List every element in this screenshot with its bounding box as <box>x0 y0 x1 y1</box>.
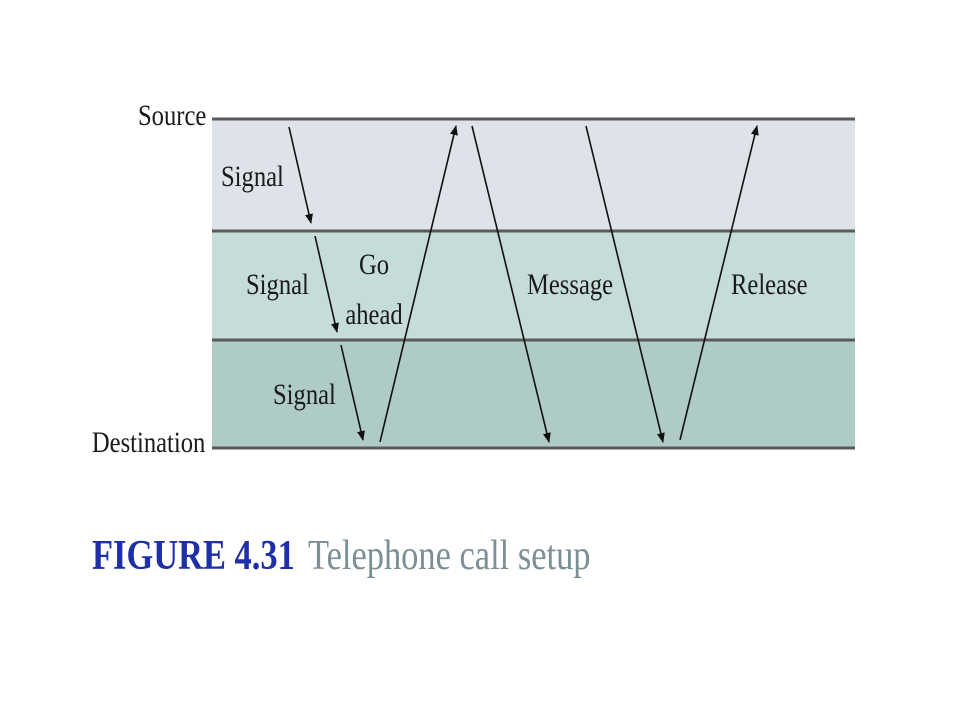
message-label: Message <box>527 268 614 301</box>
band-top <box>212 119 855 231</box>
release-label: Release <box>731 268 808 301</box>
signal-label-2: Signal <box>246 268 309 301</box>
signal-arrow-1 <box>288 126 313 224</box>
signal-label-3: Signal <box>273 378 336 411</box>
figure-caption: FIGURE 4.31 Telephone call setup <box>92 532 591 580</box>
signal-label-1: Signal <box>221 160 284 193</box>
band-bottom <box>212 340 855 448</box>
band-middle <box>212 231 855 340</box>
go-ahead-label-line-1: Go <box>358 248 390 281</box>
message-arrow <box>471 125 551 443</box>
figure-title: Telephone call setup <box>307 533 591 579</box>
destination-label: Destination <box>91 426 205 459</box>
source-label: Source <box>137 99 206 132</box>
signal-arrow-3 <box>340 344 365 441</box>
message-arrow-2 <box>585 125 665 443</box>
figure-number: FIGURE 4.31 <box>92 533 295 579</box>
signal-arrow-2 <box>314 235 339 333</box>
go-ahead-label-line-2: ahead <box>345 298 403 331</box>
release-arrow <box>679 125 759 441</box>
go-ahead-arrow <box>379 125 458 443</box>
